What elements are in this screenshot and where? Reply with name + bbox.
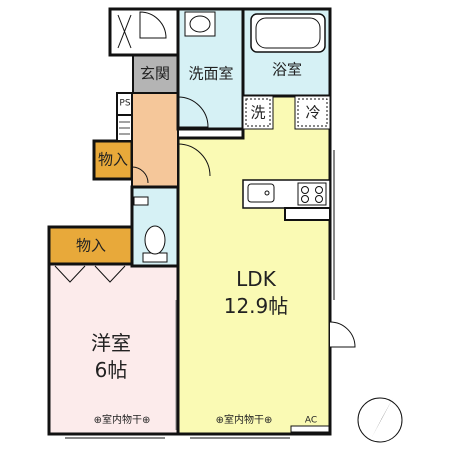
western-room-label: 洋室 bbox=[91, 331, 131, 355]
washbasin-icon bbox=[184, 11, 216, 37]
stove-icon bbox=[297, 182, 327, 206]
indoor-dry-right: ⊕室内物干⊕ bbox=[215, 415, 273, 426]
toilet-icon bbox=[142, 225, 168, 263]
entrance bbox=[132, 54, 179, 94]
storage-lower-label: 物入 bbox=[75, 236, 107, 255]
washroom-label: 洗面室 bbox=[188, 64, 234, 83]
north-arrow-icon bbox=[357, 397, 403, 443]
kitchen-sink-icon bbox=[247, 183, 275, 203]
ac-unit bbox=[290, 425, 330, 433]
western-room-size: 6帖 bbox=[94, 358, 128, 382]
bathtub-icon bbox=[250, 13, 326, 53]
storage-upper bbox=[92, 139, 134, 181]
laundry-label: 洗 bbox=[250, 103, 266, 122]
ac-label: AC bbox=[304, 415, 318, 426]
fridge-label: 冷 bbox=[305, 103, 321, 122]
entrance-label: 玄関 bbox=[139, 64, 171, 83]
indoor-dry-left: ⊕室内物干⊕ bbox=[93, 415, 151, 426]
bathroom-label: 浴室 bbox=[271, 60, 303, 79]
storage-upper-label: 物入 bbox=[97, 150, 129, 169]
ldk-label: LDK bbox=[236, 267, 276, 291]
ldk-room bbox=[176, 94, 332, 436]
ldk-size: 12.9帖 bbox=[223, 294, 289, 318]
pipe-space-label: PS bbox=[119, 98, 131, 109]
hallway bbox=[131, 92, 179, 188]
laundry-space bbox=[242, 95, 274, 130]
fridge-space bbox=[294, 95, 331, 130]
